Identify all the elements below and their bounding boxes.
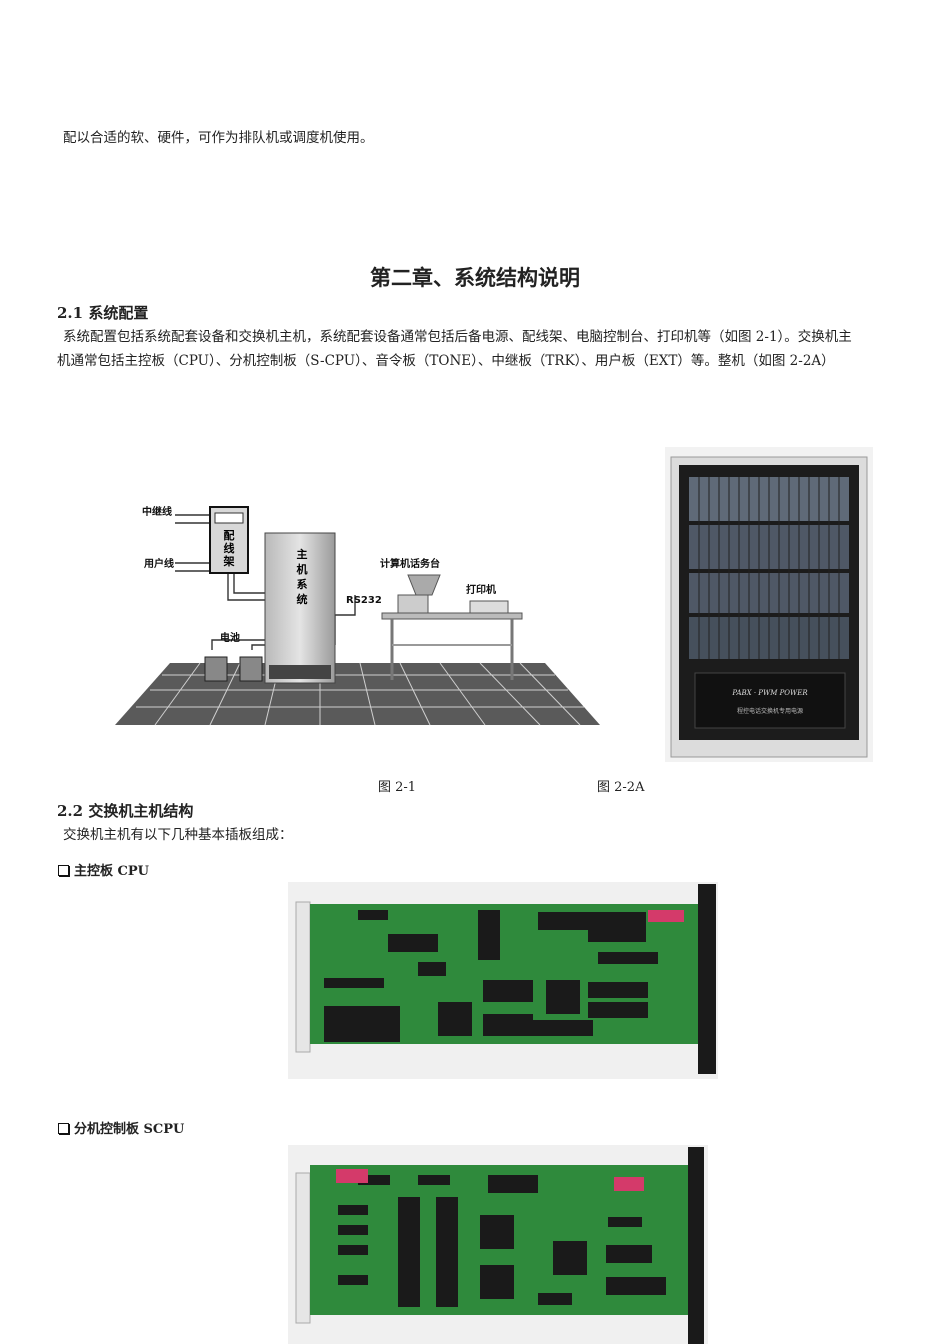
svg-text:统: 统	[297, 592, 308, 606]
svg-text:架: 架	[223, 554, 235, 568]
cpu-board-chips	[324, 910, 658, 1042]
dip-switch	[648, 910, 684, 922]
board-item-cpu: 主控板 CPU	[58, 860, 149, 879]
board-label-scpu: 分机控制板 SCPU	[74, 1122, 185, 1137]
cpu-board-photo	[288, 882, 718, 1079]
section-2-1-heading: 2.1 系统配置	[57, 304, 149, 322]
dip-switch-right	[614, 1177, 644, 1191]
chapter-title: 第二章、系统结构说明	[370, 265, 580, 290]
intro-line: 配以合适的软、硬件，可作为排队机或调度机使用。	[63, 130, 374, 146]
power-panel-subtext: 程控电话交换机专用电源	[737, 707, 803, 715]
section-2-2-heading: 2.2 交换机主机结构	[57, 802, 194, 820]
console-table	[381, 574, 523, 680]
dip-switch-left	[336, 1169, 368, 1183]
figure-2-1-diagram: 配 线 架 主 机 系 统 中继线 用户线 R	[115, 505, 600, 726]
power-unit	[694, 672, 846, 729]
floor-grid	[115, 662, 600, 726]
checkbox-bullet-icon	[58, 1123, 69, 1134]
label-printer: 打印机	[466, 583, 496, 596]
battery-2	[239, 656, 263, 682]
section-2-1-para-line2: 机通常包括主控板（CPU）、分机控制板（S-CPU）、音令板（TONE）、中继板…	[57, 353, 835, 369]
figure-2-2a-caption: 图 2-2A	[597, 780, 645, 795]
label-trunk: 中继线	[142, 505, 172, 518]
scpu-board-photo	[288, 1145, 708, 1344]
svg-text:配: 配	[224, 528, 235, 542]
section-2-1-para-line1: 系统配置包括系统配套设备和交换机主机，系统配套设备通常包括后备电源、配线架、电脑…	[63, 329, 852, 345]
svg-text:机: 机	[297, 562, 308, 576]
board-label-cpu: 主控板 CPU	[74, 864, 149, 879]
svg-text:主: 主	[297, 547, 308, 561]
section-2-2-para: 交换机主机有以下几种基本插板组成：	[63, 827, 293, 843]
label-console: 计算机话务台	[380, 557, 440, 570]
label-battery: 电池	[220, 631, 240, 644]
checkbox-bullet-icon	[58, 865, 69, 876]
battery-1	[204, 656, 228, 682]
label-user: 用户线	[143, 557, 174, 570]
board-item-scpu: 分机控制板 SCPU	[58, 1118, 184, 1137]
rack-shelves	[689, 477, 849, 659]
label-rs232: RS232	[346, 595, 382, 606]
svg-text:线: 线	[224, 541, 235, 555]
host-cabinet: 主 机 系 统	[264, 532, 336, 684]
scpu-board-chips	[338, 1175, 666, 1307]
power-panel-text: PABX · PWM POWER	[731, 689, 808, 697]
svg-text:系: 系	[297, 577, 308, 591]
mdf-box: 配 线 架	[209, 506, 249, 574]
figure-2-2a-rack: PABX · PWM POWER 程控电话交换机专用电源	[665, 447, 873, 762]
figure-2-1-caption: 图 2-1	[378, 780, 417, 795]
